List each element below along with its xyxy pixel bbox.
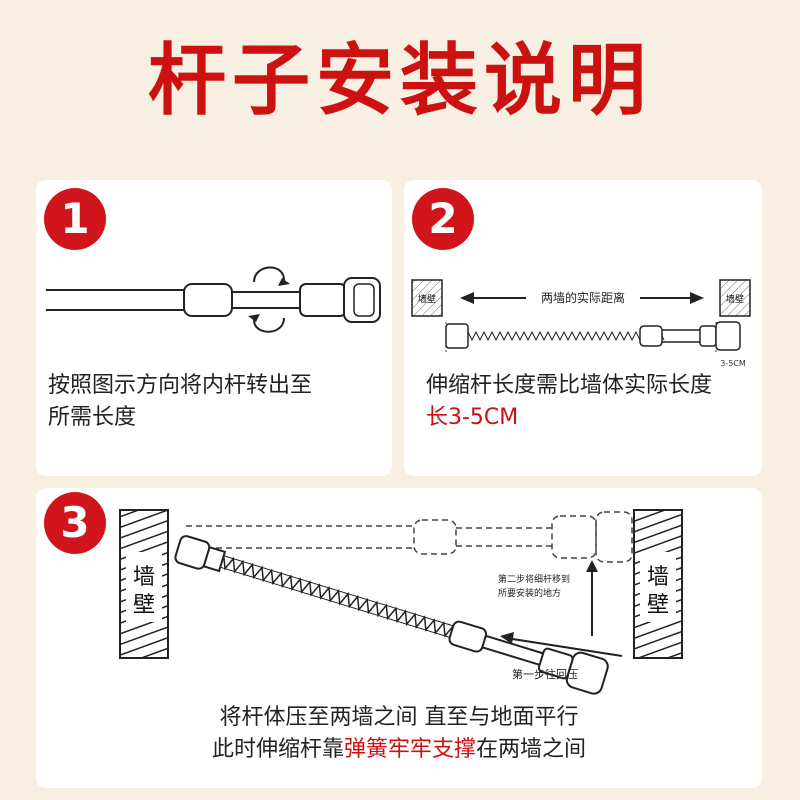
step-2-card: 2 墙壁 墙壁 两墙的实际距离 3-5CM 伸缩杆长度需比墙体实际长度 长3-5… xyxy=(404,180,762,476)
step-1-badge: 1 xyxy=(44,188,106,250)
step-3-wall-label-left-top: 墙 xyxy=(133,565,155,590)
step-1-card: 1 按照图示方向将内杆转出至 所需长度 xyxy=(36,180,392,476)
step-3-step-two-note-line1: 第二步将细杆移到 xyxy=(498,573,570,585)
step-3-badge: 3 xyxy=(44,492,106,554)
step-2-caption-line2: 长3-5CM xyxy=(426,405,519,430)
step-3-step-one-note: 第一步往回压 xyxy=(512,667,578,681)
install-press-illustration: 墙 壁 墙 壁 第二步将细杆移到 所要安装的地方 xyxy=(119,509,683,695)
step-1-caption-line2: 所需长度 xyxy=(48,405,137,430)
step-2-badge: 2 xyxy=(412,188,474,250)
step-3-caption-line2: 此时伸缩杆靠弹簧牢牢支撑在两墙之间 xyxy=(36,734,762,766)
step-2-wall-label-left: 墙壁 xyxy=(418,293,436,305)
step-3-wall-label-right-top: 墙 xyxy=(647,565,669,590)
step-1-caption: 按照图示方向将内杆转出至 所需长度 xyxy=(48,370,384,434)
step-3-wall-label-right-bottom: 壁 xyxy=(647,593,669,618)
page-title: 杆子安装说明 xyxy=(147,36,652,126)
step-3-wall-label-left-bottom: 壁 xyxy=(133,593,155,618)
step-2-gap-label: 3-5CM xyxy=(720,359,746,368)
step-2-distance-label: 两墙的实际距离 xyxy=(541,290,625,305)
step-3-card: 3 墙 壁 墙 壁 xyxy=(36,488,762,788)
step-2-caption-line1: 伸缩杆长度需比墙体实际长度 xyxy=(426,373,713,398)
step-1-caption-line1: 按照图示方向将内杆转出至 xyxy=(48,373,313,398)
step-3-caption: 将杆体压至两墙之间 直至与地面平行 此时伸缩杆靠弹簧牢牢支撑在两墙之间 xyxy=(36,702,762,766)
step-3-caption-highlight: 弹簧牢牢支撑 xyxy=(343,737,476,762)
step-3-caption-line1: 将杆体压至两墙之间 直至与地面平行 xyxy=(219,705,579,730)
step-3-caption-suffix: 在两墙之间 xyxy=(476,737,587,762)
rod-rotate-illustration xyxy=(46,266,381,333)
step-3-caption-prefix: 此时伸缩杆靠 xyxy=(211,737,344,762)
step-2-wall-label-right: 墙壁 xyxy=(726,293,744,305)
step-2-caption: 伸缩杆长度需比墙体实际长度 长3-5CM xyxy=(426,370,756,434)
step-3-step-two-note-line2: 所要安装的地方 xyxy=(498,587,561,599)
wall-distance-illustration: 墙壁 墙壁 两墙的实际距离 3-5CM xyxy=(411,279,751,368)
